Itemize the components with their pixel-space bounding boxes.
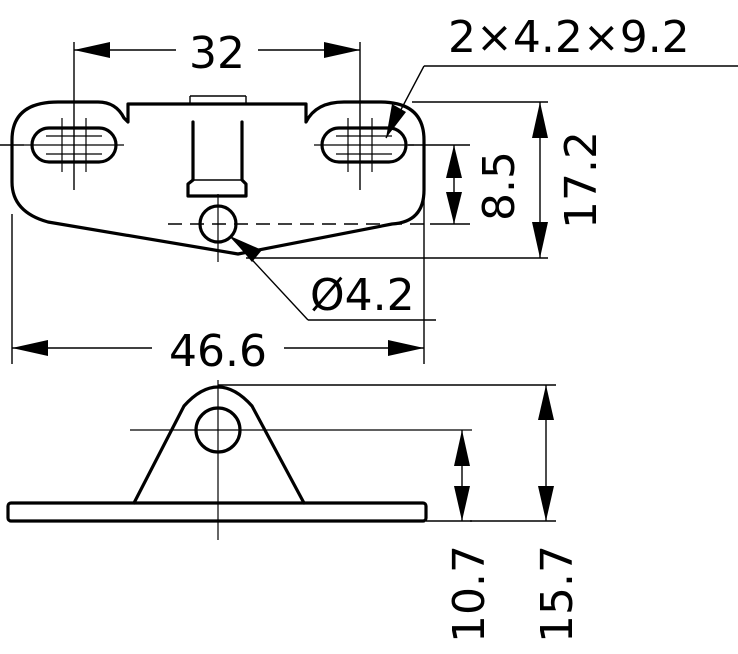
top-view-stud [186, 120, 248, 198]
dim-plate-height-label: 17.2 [556, 131, 607, 229]
dim-hole-center-height: 10.7 [426, 430, 495, 643]
dim-slot-to-hole-label: 8.5 [474, 151, 525, 221]
dim-plate-height: 17.2 [246, 101, 607, 259]
top-view [0, 95, 430, 262]
dim-hole-spacing: 32 [73, 28, 361, 190]
dim-plate-width-label: 46.6 [169, 326, 267, 377]
dim-slot-size-label: 2×4.2×9.2 [448, 12, 690, 63]
dim-plate-width: 46.6 [11, 188, 425, 377]
dim-hole-center-height-label: 10.7 [444, 545, 495, 643]
dim-slot-to-hole: 8.5 [408, 144, 525, 225]
dim-slot-size: 2×4.2×9.2 [385, 12, 738, 139]
dim-hole-diameter-label: Ø4.2 [310, 270, 415, 321]
side-view [6, 380, 472, 540]
dim-total-height: 15.7 [218, 384, 583, 643]
side-view-base-plate [6, 501, 428, 523]
dim-hole-diameter: Ø4.2 [229, 235, 436, 321]
side-view-bracket [132, 385, 306, 505]
top-view-plate-outline [10, 100, 426, 256]
dim-hole-spacing-label: 32 [189, 28, 245, 79]
slot-center-marks [24, 118, 414, 172]
dim-total-height-label: 15.7 [532, 545, 583, 643]
